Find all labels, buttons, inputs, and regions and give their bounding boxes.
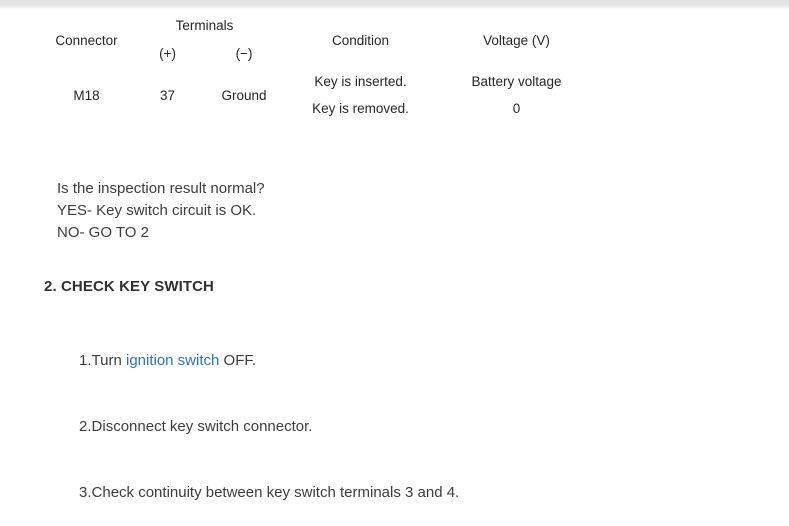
table-header-row-primary: Connector Terminals Condition Voltage (V… — [45, 12, 593, 48]
inspection-answer-no: NO- GO TO 2 — [57, 224, 149, 241]
document-page: Connector Terminals Condition Voltage (V… — [0, 0, 789, 501]
header-cell-connector: Connector — [55, 32, 118, 48]
header-cell-voltage: Voltage (V) — [483, 32, 550, 48]
cell-terminal-plus-value: 37 — [159, 87, 176, 103]
table-row: Key is removed. 0 — [45, 95, 593, 122]
header-cell-terminal-minus: (−) — [235, 45, 253, 61]
voltage-spec-table-container: Connector Terminals Condition Voltage (V… — [45, 12, 593, 122]
ignition-switch-link[interactable]: ignition switch — [125, 352, 220, 369]
step-text-before: Check continuity between key switch term… — [91, 484, 460, 501]
inspection-result-block: Is the inspection result normal? YES- Ke… — [57, 178, 265, 244]
list-item: 2.Disconnect key switch connector. — [54, 394, 459, 460]
cell-voltage-value: Battery voltage — [471, 74, 562, 89]
cell-voltage-value: 0 — [512, 101, 521, 116]
step-text-after: OFF. — [219, 352, 257, 369]
inspection-answer-yes: YES- Key switch circuit is OK. — [57, 202, 257, 219]
cell-condition-value: Key is inserted. — [314, 74, 407, 89]
section-heading-check-key-switch: 2. CHECK KEY SWITCH — [44, 278, 214, 295]
header-cell-terminal-plus: (+) — [159, 45, 176, 61]
voltage-spec-table: Connector Terminals Condition Voltage (V… — [45, 12, 593, 122]
step-text-before: Turn — [91, 352, 126, 369]
list-item: 1.Turn ignition switch OFF. — [54, 328, 459, 394]
header-cell-condition: Condition — [331, 32, 390, 48]
cell-connector-value: M18 — [73, 87, 100, 103]
list-item: 3.Check continuity between key switch te… — [54, 460, 459, 526]
header-cell-terminals: Terminals — [175, 17, 234, 33]
procedure-steps-list: 1.Turn ignition switch OFF. 2.Disconnect… — [54, 328, 459, 526]
step-text-before: Disconnect key switch connector. — [91, 418, 313, 435]
table-header-row-terminals: (+) (−) — [45, 38, 593, 68]
step-number: 1. — [79, 352, 92, 369]
inspection-question: Is the inspection result normal? — [57, 180, 265, 197]
step-number: 3. — [79, 484, 92, 501]
table-row: M18 37 Ground Key is inserted. Battery v… — [45, 68, 593, 103]
page-top-band — [0, 0, 789, 9]
cell-terminal-minus-value: Ground — [221, 87, 267, 103]
step-number: 2. — [79, 418, 92, 435]
cell-condition-value: Key is removed. — [312, 101, 409, 116]
